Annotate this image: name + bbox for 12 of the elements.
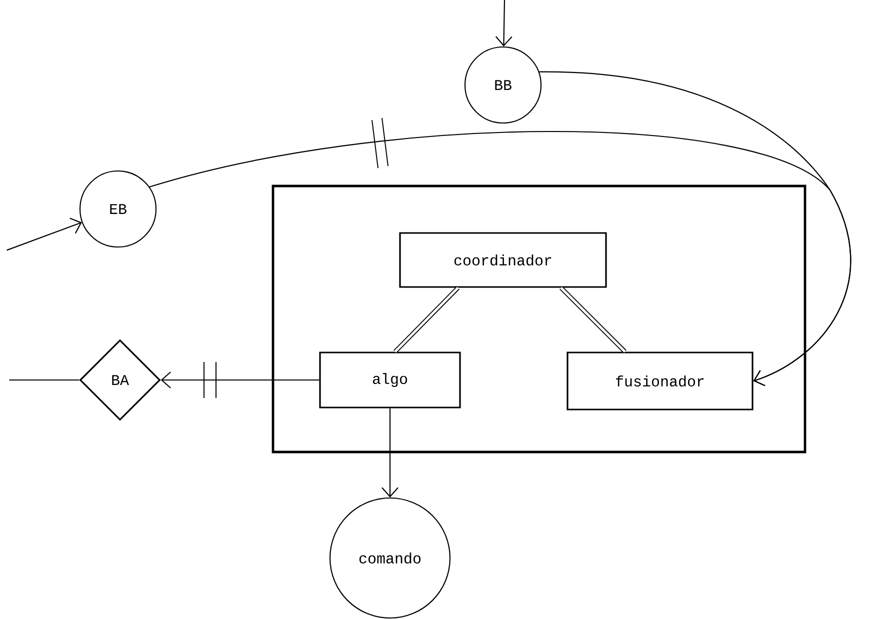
arrow [160,362,320,398]
container-box [272,184,806,454]
arrow [149,118,852,386]
arrow [495,0,512,46]
arrow [382,408,398,498]
circle-node: comando [329,497,451,619]
process-box: coordinador [399,232,607,288]
circle-node: BB [464,46,542,124]
arrow [6,218,82,251]
process-box: fusionador [566,352,754,410]
process-box: algo [319,352,461,408]
circle-node: EB [79,170,157,248]
